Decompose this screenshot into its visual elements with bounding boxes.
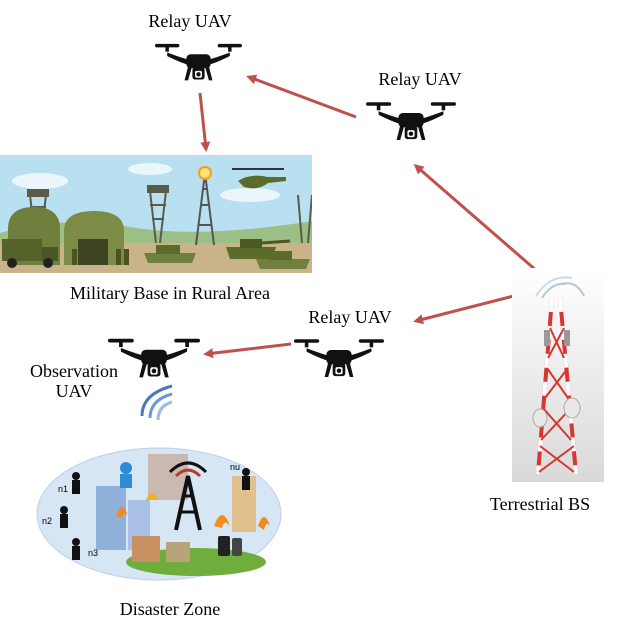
relay-uav-middle-label: Relay UAV xyxy=(308,307,392,327)
drone-icon xyxy=(294,339,384,377)
terrestrial-bs-label: Terrestrial BS xyxy=(489,494,591,514)
link-relay-middle-to-observation xyxy=(203,342,292,359)
node-label: n1 xyxy=(58,484,68,494)
drone-icon xyxy=(366,102,456,140)
node-label: n3 xyxy=(88,548,98,558)
disaster-zone-illustration: n1 n2 n3 nu xyxy=(36,447,282,581)
node-label: n2 xyxy=(42,516,52,526)
observation-uav-label: Observation UAV xyxy=(30,361,118,401)
node-label: nu xyxy=(230,462,240,472)
disaster-zone-label: Disaster Zone xyxy=(119,599,221,619)
relay-uav-top-label: Relay UAV xyxy=(148,11,232,31)
cell-tower-icon xyxy=(512,268,604,482)
wireless-signal-icon xyxy=(140,384,173,421)
military-base-illustration xyxy=(0,155,312,273)
relay-uav-right-label: Relay UAV xyxy=(378,69,462,89)
link-relay-top-to-military xyxy=(198,92,211,152)
military-base-label: Military Base in Rural Area xyxy=(70,283,270,303)
link-relay-right-to-relay-top xyxy=(246,74,357,119)
drone-icon xyxy=(155,43,242,81)
link-bs-to-relay-right xyxy=(413,164,546,280)
